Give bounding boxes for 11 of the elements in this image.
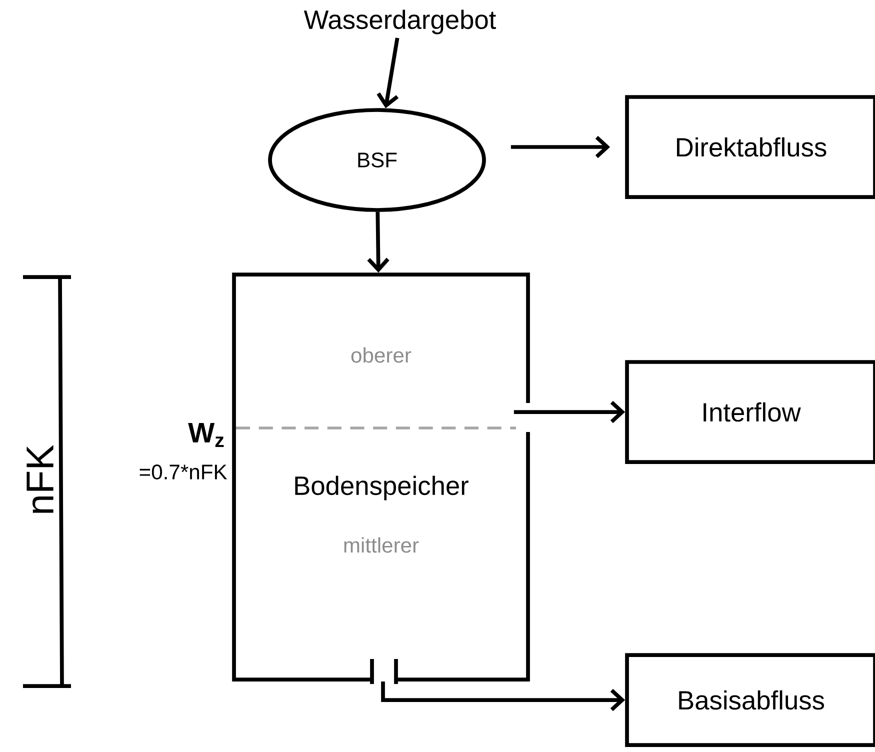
dimension-label: nFK	[26, 444, 54, 513]
arrow	[376, 38, 400, 108]
storage-box: oberer Bodenspeicher mittlerer	[232, 272, 530, 684]
source-label: Wasserdargebot	[304, 10, 496, 34]
arrow	[514, 400, 626, 424]
arrow	[381, 681, 626, 712]
output-box: Basisabfluss	[625, 653, 875, 747]
output-box: Interflow	[625, 360, 875, 464]
arrow	[367, 212, 390, 273]
arrow	[510, 136, 610, 158]
output-box: Direktabfluss	[625, 95, 875, 199]
